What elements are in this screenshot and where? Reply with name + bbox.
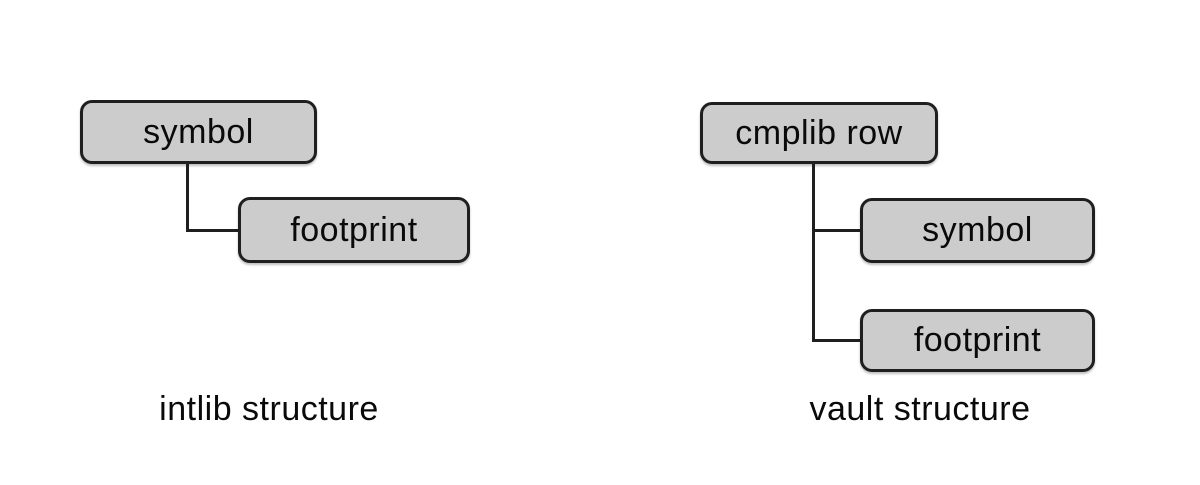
vault-caption: vault structure xyxy=(809,390,1031,428)
intlib-connector-horizontal xyxy=(186,229,241,232)
vault-connector-horizontal-symbol xyxy=(812,229,863,232)
intlib-root-node: symbol xyxy=(80,100,317,164)
vault-connector-horizontal-footprint xyxy=(812,339,863,342)
vault-child-node-symbol: symbol xyxy=(860,198,1095,263)
vault-root-node: cmplib row xyxy=(700,102,938,164)
intlib-caption: intlib structure xyxy=(159,390,379,428)
vault-connector-vertical xyxy=(812,163,815,342)
intlib-connector-vertical xyxy=(186,163,189,232)
intlib-child-node-footprint: footprint xyxy=(238,197,470,263)
vault-child-node-footprint: footprint xyxy=(860,309,1095,372)
